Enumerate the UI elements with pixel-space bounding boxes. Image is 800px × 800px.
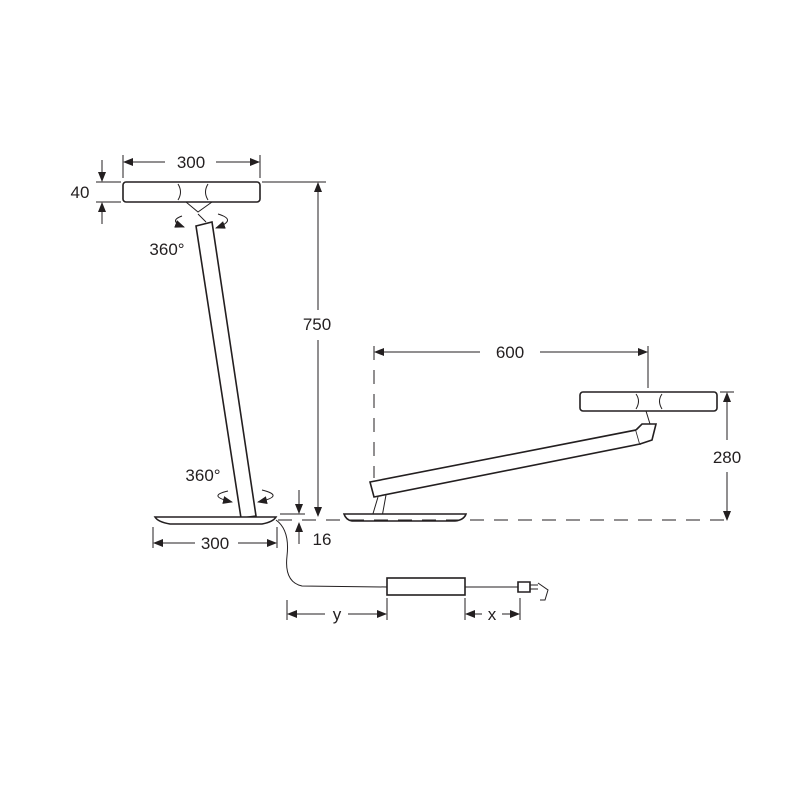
dim-label-cable-x: x xyxy=(488,605,497,624)
dim-label-reach: 600 xyxy=(496,343,524,362)
dim-label-head-height: 40 xyxy=(71,183,90,202)
dimension-head-width: 300 xyxy=(122,153,261,178)
dimension-reach: 600 xyxy=(373,343,649,478)
rotation-arrow-head-icon xyxy=(174,213,228,229)
dimension-base-height: 16 xyxy=(280,490,331,549)
dimension-folded-height: 280 xyxy=(713,391,741,521)
lamp-head-upright xyxy=(122,181,261,213)
dim-label-total-height: 750 xyxy=(303,315,331,334)
dim-label-base-rotation: 360° xyxy=(185,466,220,485)
plug-icon xyxy=(517,581,531,593)
dimension-total-height: 750 xyxy=(262,181,331,517)
dim-label-head-rotation: 360° xyxy=(149,240,184,259)
lamp-arm-extended xyxy=(369,410,658,518)
lamp-head-extended xyxy=(579,391,718,412)
extended-lamp xyxy=(342,391,718,522)
dim-label-base-width: 300 xyxy=(201,534,229,553)
dimension-cable-x: x xyxy=(464,598,521,624)
lamp-arm-upright xyxy=(195,213,257,519)
power-adapter xyxy=(386,577,466,596)
lamp-base-extended xyxy=(342,513,468,522)
dimension-head-height: 40 xyxy=(71,160,121,224)
power-cable xyxy=(275,519,549,601)
dim-label-base-height: 16 xyxy=(313,530,332,549)
dim-label-folded-height: 280 xyxy=(713,448,741,467)
dimension-base-width: 300 xyxy=(152,527,278,553)
lamp-base-upright xyxy=(153,516,278,525)
dim-label-cable-y: y xyxy=(333,605,342,624)
dimension-cable-y: y xyxy=(286,598,388,624)
upright-lamp xyxy=(122,181,549,601)
rotation-arrow-base-icon xyxy=(217,489,274,505)
dim-label-head-width: 300 xyxy=(177,153,205,172)
